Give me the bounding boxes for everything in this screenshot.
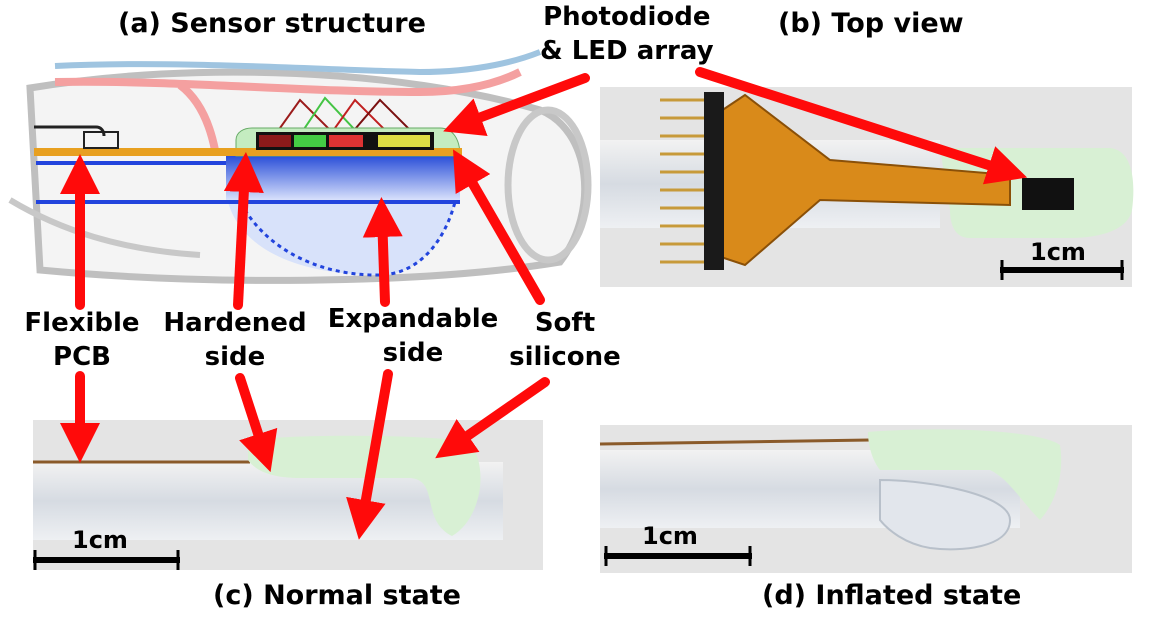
caption-sensor-structure: (a) Sensor structure: [118, 8, 426, 39]
connector: [83, 131, 119, 149]
label-soft-silicone: Soft silicone: [509, 308, 621, 372]
expandable-boundary: [243, 201, 457, 277]
led-green: [294, 135, 326, 147]
label-hardened-side: Hardened side: [163, 308, 307, 372]
arrow-to-top-chip: [695, 67, 1028, 185]
arrow-normal-expandable: [346, 369, 393, 540]
header-pins: [660, 98, 704, 264]
arrow-normal-silicone: [435, 377, 550, 459]
connector-wire: [34, 125, 106, 137]
top-header-pins: [704, 92, 724, 270]
arrow-to-led-array: [443, 73, 590, 136]
label-expandable-side: Expandable side: [327, 304, 499, 368]
photodiode: [378, 135, 430, 147]
hardened-body: [226, 156, 460, 204]
annotation-arrows: [60, 67, 1028, 540]
scale-label-inflated: 1cm: [642, 522, 698, 550]
blood-vessels: [54, 49, 542, 151]
inflated-bulge: [879, 478, 1012, 551]
scale-label-normal: 1cm: [72, 526, 128, 554]
inflated-silicone: [868, 429, 1062, 520]
arrow-to-hardened-side: [223, 152, 264, 310]
arrow-normal-hardened: [235, 373, 278, 473]
label-flexible-pcb: Flexible PCB: [24, 308, 140, 372]
led-red: [329, 135, 363, 147]
top-flex-pcb: [714, 93, 1011, 267]
caption-inflated-state: (d) Inflated state: [762, 580, 1022, 611]
caption-top-view: (b) Top view: [778, 8, 964, 39]
normal-silicone: [248, 435, 481, 536]
label-photodiode-led-array: Photodiode & LED array: [540, 2, 714, 66]
caption-normal-state: (c) Normal state: [213, 580, 461, 611]
led-red-dark: [259, 135, 291, 147]
scale-label-top-view: 1cm: [1030, 238, 1086, 266]
light-paths: [274, 96, 411, 136]
flexible-pcb-strip: [34, 148, 462, 156]
arrow-to-soft-silicone: [452, 149, 545, 305]
top-sensor-chip: [1022, 178, 1074, 210]
arrow-to-expandable-side: [362, 197, 403, 307]
